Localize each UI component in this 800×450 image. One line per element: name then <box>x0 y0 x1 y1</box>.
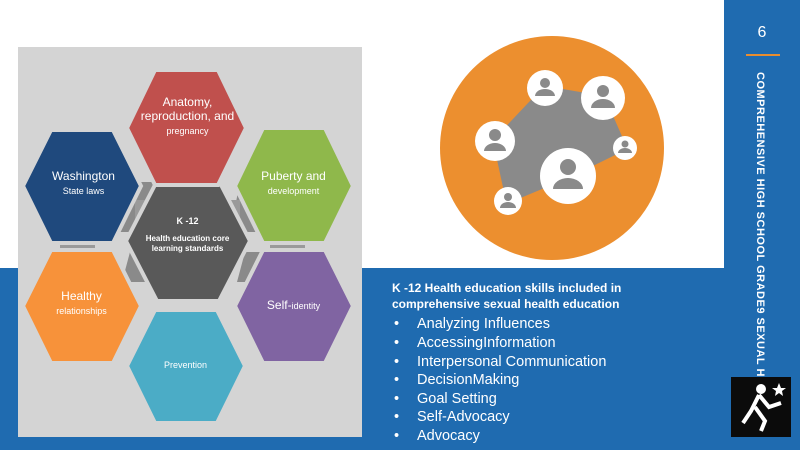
list-item: Goal Setting <box>392 390 708 409</box>
star-figure-logo <box>731 377 791 437</box>
hex-center-line2: Health education core learning standards <box>145 234 230 253</box>
hex-prevention-label: Prevention <box>138 360 233 370</box>
right-sidebar: 6 COMPREHENSIVE HIGH SCHOOL GRADE9 SEXUA… <box>724 0 800 450</box>
hex-washington <box>20 128 144 245</box>
list-item: Self-Advocacy <box>392 408 708 427</box>
page-number: 6 <box>757 24 767 41</box>
hex-washington-label: Washington State laws <box>36 169 131 196</box>
hex-healthy-main: Healthy <box>61 289 102 303</box>
hex-puberty-small: development <box>267 185 320 196</box>
hex-prevention <box>124 308 248 425</box>
list-item: Advocacy <box>392 427 708 446</box>
hex-puberty-main: Puberty and <box>261 169 326 183</box>
hex-anatomy-small: pregnancy <box>166 125 209 136</box>
hex-self-small: identity <box>291 301 321 311</box>
hex-self <box>232 248 356 365</box>
hex-washington-main: Washington <box>52 169 115 183</box>
skills-list: Analyzing Influences AccessingInformatio… <box>392 315 708 445</box>
hex-puberty-label: Puberty and development <box>246 169 341 196</box>
hex-prevention-small: Prevention <box>163 360 208 370</box>
list-item: Interpersonal Communication <box>392 353 708 372</box>
list-item: DecisionMaking <box>392 371 708 390</box>
skills-box: K -12 Health education skills included i… <box>392 280 708 446</box>
hex-self-main: Self- <box>266 298 292 312</box>
hex-healthy-small: relationships <box>56 305 107 316</box>
hex-puberty <box>232 126 356 245</box>
skills-heading: K -12 Health education skills included i… <box>392 281 622 312</box>
hex-center-label: K -12 Health education core learning sta… <box>140 216 235 253</box>
hex-anatomy-main: Anatomy, reproduction, and <box>140 95 235 123</box>
page-rule <box>746 54 780 56</box>
hex-healthy-label: Healthy relationships <box>34 289 129 316</box>
hex-washington-small: State laws <box>62 185 105 196</box>
hex-anatomy-label: Anatomy, reproduction, and pregnancy <box>140 95 235 136</box>
people-network-icon <box>440 36 664 260</box>
list-item: Analyzing Influences <box>392 315 708 334</box>
side-title: COMPREHENSIVE HIGH SCHOOL GRADE9 SEXUAL … <box>754 72 766 416</box>
hex-self-label: Self-identity <box>246 296 341 314</box>
hex-center-line1: K -12 <box>176 216 199 226</box>
list-item: AccessingInformation <box>392 334 708 353</box>
hex-healthy <box>20 248 144 365</box>
hex-anatomy <box>124 68 249 187</box>
